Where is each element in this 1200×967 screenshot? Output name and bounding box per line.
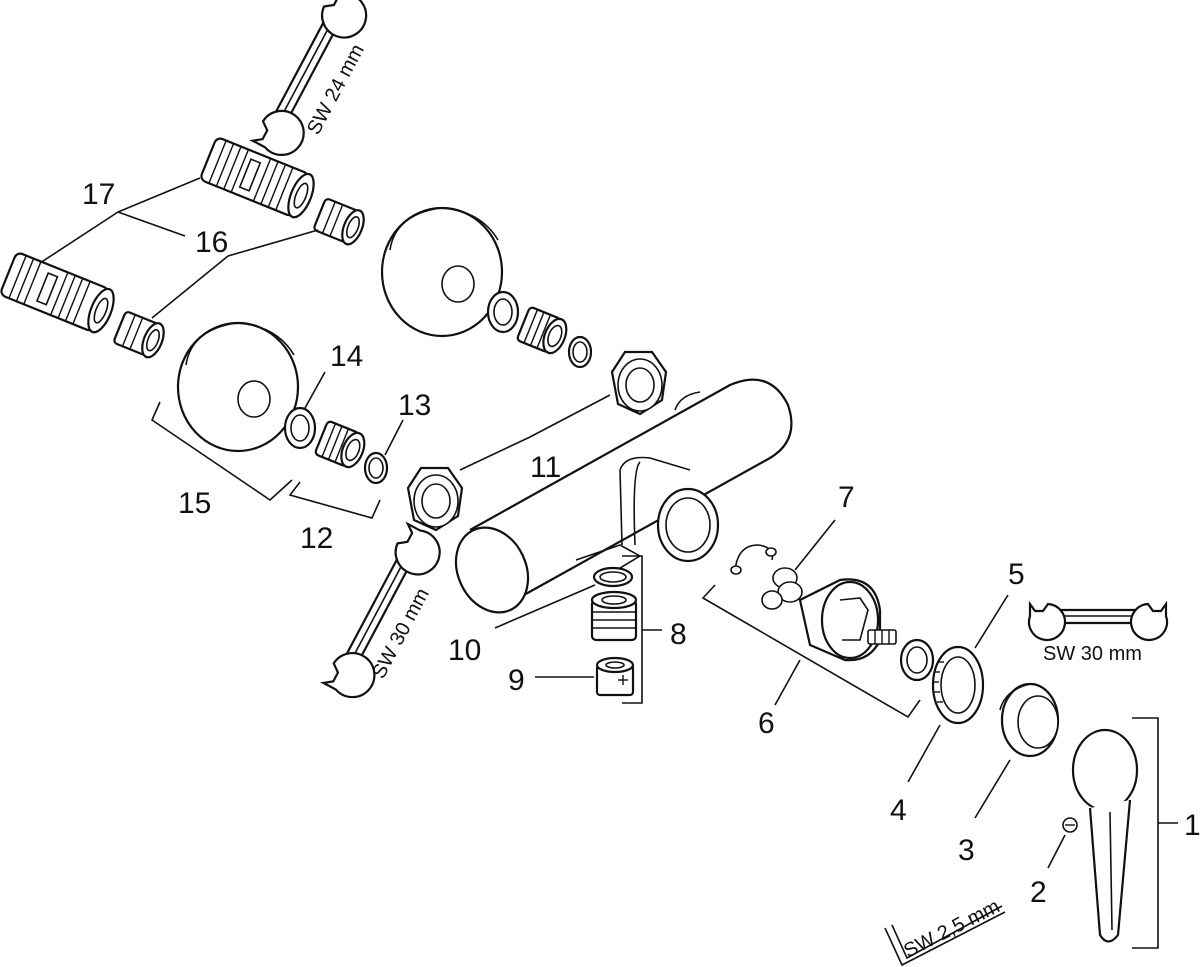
callout-5: 5	[1008, 558, 1025, 591]
eccentric-12-upper	[516, 306, 568, 355]
rosette-lower	[176, 321, 300, 453]
non-return-valve-9	[595, 656, 635, 697]
sleeve-3	[999, 682, 1060, 758]
grub-screw-2	[1062, 817, 1078, 833]
callout-2: 2	[1030, 876, 1047, 909]
union-nut-11-upper	[610, 350, 668, 416]
mixer-body	[454, 378, 793, 614]
tool-label-right: SW 30 mm	[1043, 643, 1142, 665]
connector-17-upper	[200, 137, 315, 219]
callout-1: 1	[1184, 809, 1200, 842]
callout-13: 13	[398, 389, 431, 422]
callout-10: 10	[448, 634, 481, 667]
callout-11: 11	[530, 451, 561, 484]
leader-lines-7-6	[701, 519, 921, 719]
leader-lines-left-group	[150, 371, 611, 519]
leader-lines-10-9-8	[494, 555, 662, 704]
wrench-icon-left	[319, 521, 441, 699]
callout-17: 17	[82, 178, 115, 211]
callout-6: 6	[758, 707, 775, 740]
spring-clip	[730, 544, 777, 575]
leader-lines-17-16	[39, 177, 319, 319]
o-ring-13-lower	[363, 451, 389, 485]
callout-16: 16	[195, 226, 228, 259]
wrench-icon-top	[249, 0, 368, 157]
leader-lines-5-1	[907, 594, 1178, 949]
seals-7	[761, 567, 803, 610]
tool-label-allen: SW 2,5 mm	[900, 895, 1003, 962]
threaded-ring-4	[931, 645, 985, 725]
callout-3: 3	[958, 834, 975, 867]
allen-key-icon	[884, 905, 1006, 967]
callout-7: 7	[838, 481, 855, 514]
washer-14-lower	[283, 406, 317, 450]
callout-4: 4	[890, 794, 907, 827]
o-ring-10	[592, 566, 634, 588]
o-ring-13-upper	[567, 335, 593, 369]
coupler-16-lower	[113, 311, 165, 359]
eccentric-12-lower	[314, 420, 366, 469]
rosette-upper	[380, 206, 504, 338]
handle-1	[1071, 728, 1139, 943]
coupler-16-upper	[313, 198, 365, 246]
callout-9: 9	[508, 664, 525, 697]
union-nut-11-lower	[406, 466, 464, 532]
nipple-8	[590, 590, 638, 642]
cartridge-6	[798, 578, 897, 662]
adapter-ring	[899, 638, 935, 682]
callout-8: 8	[670, 618, 687, 651]
callout-12: 12	[300, 522, 333, 555]
connector-17-lower	[0, 252, 115, 334]
washer-14-upper	[486, 290, 520, 334]
callout-15: 15	[178, 487, 211, 520]
wrench-icon-right	[1027, 600, 1169, 642]
callout-14: 14	[330, 340, 363, 373]
